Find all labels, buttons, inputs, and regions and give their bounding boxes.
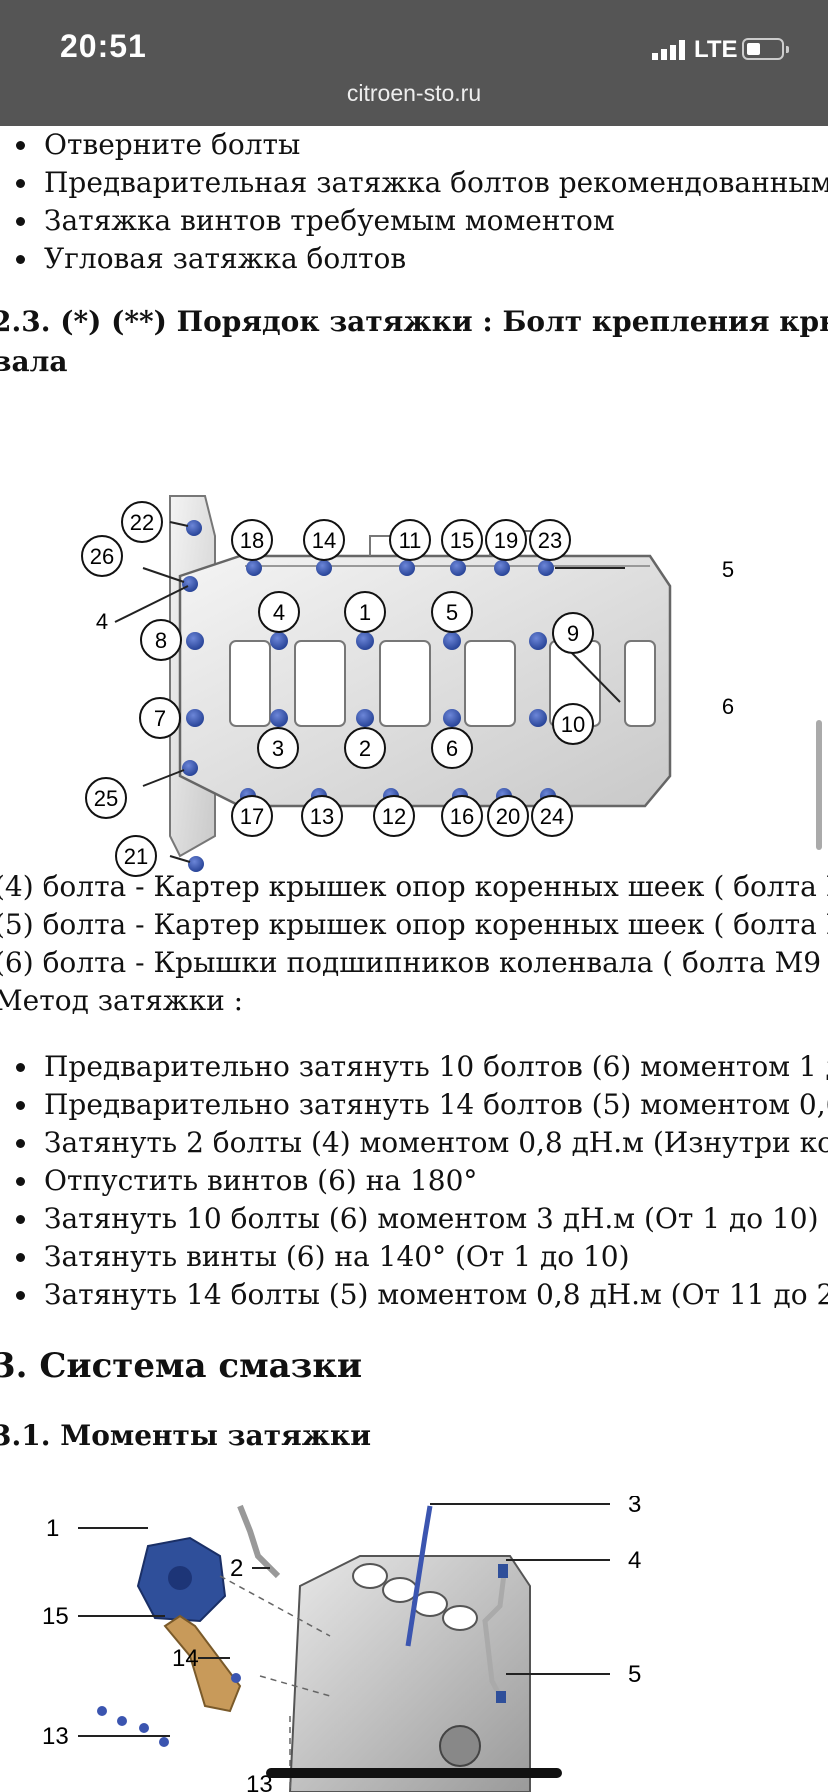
legend-block: (4) болта - Картер крышек опор коренных …: [0, 870, 828, 1017]
ref-6: 6: [722, 694, 734, 719]
home-indicator[interactable]: [266, 1768, 562, 1778]
svg-text:11: 11: [399, 528, 422, 553]
callout-3: 3: [257, 727, 299, 769]
svg-text:17: 17: [240, 804, 264, 829]
lubrication-diagram: 1 2 3 4 15 14 5 13 13: [42, 1496, 641, 1792]
svg-text:20: 20: [496, 804, 520, 829]
callout-20: 20: [487, 795, 529, 837]
list-item: Предварительно затянуть 10 болтов (6) мо…: [0, 1048, 828, 1086]
svg-text:9: 9: [567, 621, 579, 646]
list-item: Затянуть 14 болты (5) моментом 0,8 дН.м …: [0, 1276, 828, 1314]
section-heading-3-1: 3.1. Моменты затяжки: [0, 1419, 371, 1452]
svg-text:13: 13: [310, 804, 334, 829]
svg-text:26: 26: [90, 544, 114, 569]
callout-21: 21: [115, 835, 157, 877]
page-content: Отверните болты Предварительная затяжка …: [0, 126, 828, 1792]
callout-25: 25: [85, 777, 127, 819]
list-item: Предварительно затянуть 14 болтов (5) мо…: [0, 1086, 828, 1124]
status-bar: 20:51 LTE citroen-sto.ru: [0, 0, 828, 126]
label-1: 1: [46, 1515, 59, 1542]
callout-2: 2: [344, 727, 386, 769]
top-bullet-list: Отверните болты Предварительная затяжка …: [0, 126, 828, 278]
list-item: Затяжка винтов требуемым моментом: [0, 202, 828, 240]
callout-8: 8: [140, 619, 182, 661]
svg-text:3: 3: [272, 736, 284, 761]
callout-22: 22: [121, 501, 163, 543]
callout-14: 14: [303, 519, 345, 561]
svg-text:14: 14: [312, 528, 336, 553]
svg-text:21: 21: [124, 844, 148, 869]
callout-26: 26: [81, 535, 123, 577]
callout-10: 10: [552, 703, 594, 745]
callout-4: 4: [258, 591, 300, 633]
callout-15: 15: [441, 519, 483, 561]
svg-text:8: 8: [155, 628, 167, 653]
svg-text:6: 6: [446, 736, 458, 761]
label-3: 3: [628, 1496, 641, 1518]
ref-5: 5: [722, 557, 734, 582]
callout-5: 5: [431, 591, 473, 633]
callout-24: 24: [531, 795, 573, 837]
svg-text:10: 10: [561, 712, 585, 737]
label-15: 15: [42, 1603, 69, 1630]
svg-text:19: 19: [494, 528, 518, 553]
svg-text:12: 12: [382, 804, 406, 829]
label-2: 2: [230, 1555, 243, 1582]
method-bullet-list: Предварительно затянуть 10 болтов (6) мо…: [0, 1048, 828, 1314]
svg-text:5: 5: [446, 600, 458, 625]
callout-17: 17: [231, 795, 273, 837]
svg-text:15: 15: [450, 528, 474, 553]
svg-text:4: 4: [273, 600, 285, 625]
callout-23: 23: [529, 519, 571, 561]
lubrication-labels: 1 2 3 4 15 14 5 13 13: [42, 1496, 641, 1792]
svg-text:24: 24: [540, 804, 564, 829]
callout-9: 9: [552, 612, 594, 654]
battery-icon: [742, 38, 789, 60]
label-5: 5: [628, 1661, 641, 1688]
callout-18: 18: [231, 519, 273, 561]
svg-text:25: 25: [94, 786, 118, 811]
svg-text:1: 1: [359, 600, 371, 625]
label-4: 4: [628, 1547, 641, 1574]
callout-6: 6: [431, 727, 473, 769]
address-url[interactable]: citroen-sto.ru: [346, 80, 482, 106]
svg-text:2: 2: [359, 736, 371, 761]
callout-12: 12: [373, 795, 415, 837]
label-13b: 13: [246, 1771, 273, 1792]
callout-7: 7: [139, 697, 181, 739]
svg-text:16: 16: [450, 804, 474, 829]
callout-11: 11: [389, 519, 431, 561]
callout-19: 19: [485, 519, 527, 561]
callout-13: 13: [301, 795, 343, 837]
list-item: Отверните болты: [0, 126, 828, 164]
svg-text:22: 22: [130, 510, 154, 535]
label-14: 14: [172, 1645, 199, 1672]
list-item: Затянуть 10 болты (6) моментом 3 дН.м (О…: [0, 1200, 828, 1238]
callout-1: 1: [344, 591, 386, 633]
network-type: LTE: [694, 36, 738, 63]
label-13: 13: [42, 1723, 69, 1750]
list-item: Затянуть винты (6) на 140° (От 1 до 10): [0, 1238, 828, 1276]
ref-4: 4: [96, 609, 108, 634]
list-item: Угловая затяжка болтов: [0, 240, 828, 278]
svg-text:18: 18: [240, 528, 264, 553]
list-item: Отпустить винтов (6) на 180°: [0, 1162, 828, 1200]
list-item: Предварительная затяжка болтов рекомендо…: [0, 164, 828, 202]
list-item: Затянуть 2 болты (4) моментом 0,8 дН.м (…: [0, 1124, 828, 1162]
svg-text:7: 7: [154, 706, 166, 731]
signal-icon: [652, 40, 690, 65]
scroll-indicator[interactable]: [816, 720, 822, 850]
section-heading-2-3: 2.3. (*) (**) Порядок затяжки : Болт кре…: [0, 305, 828, 378]
status-time: 20:51: [60, 28, 147, 64]
section-heading-3: 3. Система смазки: [0, 1346, 363, 1386]
callout-16: 16: [441, 795, 483, 837]
svg-text:23: 23: [538, 528, 562, 553]
